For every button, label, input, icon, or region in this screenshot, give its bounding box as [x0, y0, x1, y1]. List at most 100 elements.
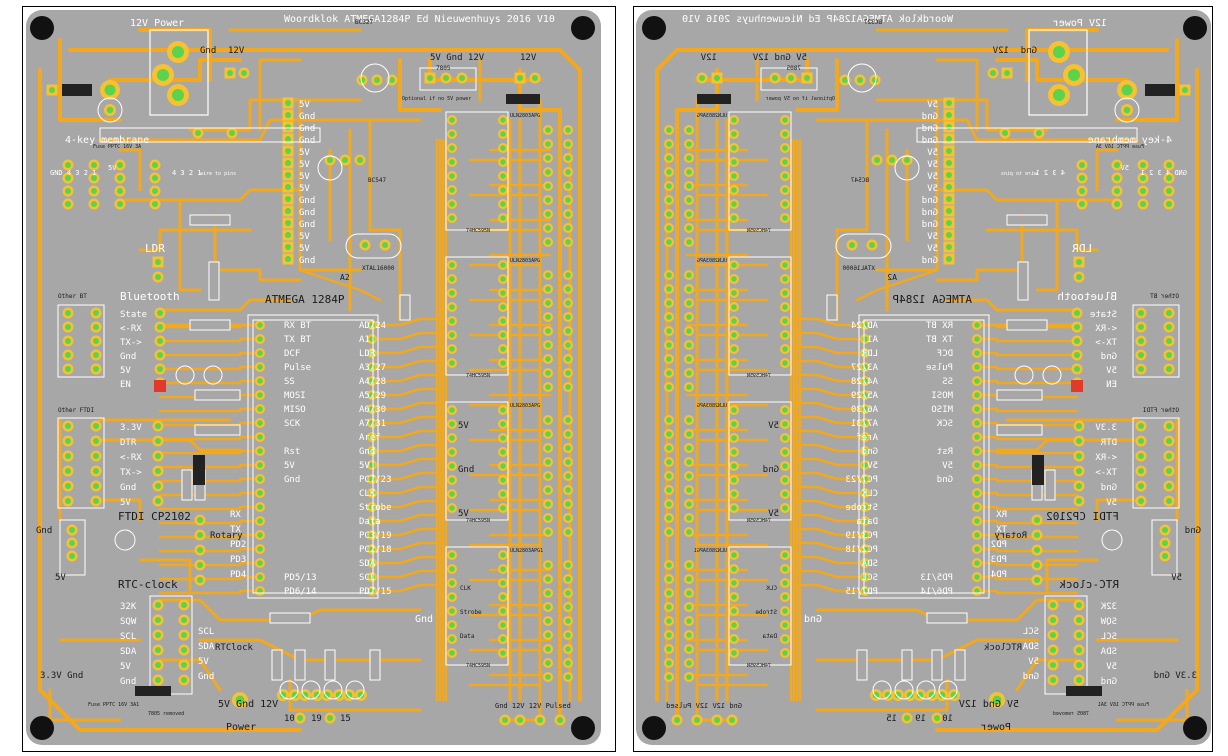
pad-center	[666, 127, 672, 133]
pad-center	[545, 155, 551, 161]
pad-center	[731, 276, 737, 282]
pad-center	[1075, 661, 1083, 669]
pad-center	[565, 632, 571, 638]
resistor	[1006, 319, 1048, 331]
pad-center	[686, 127, 692, 133]
uln-pin-label: Gnd	[763, 465, 779, 475]
ic-signal-label: Data	[762, 633, 777, 640]
pad-center	[90, 200, 98, 208]
transistor-outline	[317, 155, 343, 181]
pin-number: 15	[340, 714, 351, 724]
keypad-label: 4-key membrane	[1088, 135, 1172, 146]
resistor	[324, 649, 336, 681]
pad-center	[782, 332, 788, 338]
pad-center	[782, 131, 788, 137]
pad-center	[1075, 646, 1083, 654]
pad-center	[92, 351, 100, 359]
pad-center	[500, 290, 506, 296]
pad-center	[196, 561, 204, 569]
uln-label: ULN2803APG	[697, 403, 727, 409]
pad-center	[974, 336, 980, 342]
resistor	[181, 469, 193, 501]
pad-center	[373, 76, 381, 84]
pad-center	[545, 576, 551, 582]
copper-trace	[378, 387, 442, 397]
pad-center	[151, 161, 159, 169]
pad-center	[686, 459, 692, 465]
rtc-pin-label: Gnd	[198, 672, 214, 682]
pad-center	[1165, 200, 1173, 208]
pad-center	[666, 632, 672, 638]
pad-center	[1165, 482, 1173, 490]
diode	[135, 686, 171, 696]
pad-center	[782, 215, 788, 221]
pad-center	[666, 576, 672, 582]
pad-center	[1137, 452, 1145, 460]
ftdi-pin-label: <-RX	[1095, 453, 1117, 463]
pad-center	[500, 552, 506, 558]
pad-center	[64, 161, 72, 169]
pad-center	[196, 546, 204, 554]
pad-center	[782, 463, 788, 469]
pad-center	[1073, 337, 1081, 345]
copper-trace	[378, 457, 442, 467]
pad-center	[154, 273, 162, 281]
transistor-label: BC327	[864, 19, 882, 26]
capacitor-outline	[97, 97, 123, 123]
rtc-pin-label: Gnd	[1101, 677, 1117, 687]
pad-center	[974, 462, 980, 468]
copper-trace	[378, 345, 442, 355]
regulator-note: Optional if no 5V power	[402, 96, 471, 102]
header-pin-label: Gnd	[299, 136, 315, 146]
header-pin-label: 5V	[927, 232, 938, 242]
copper-trace	[985, 228, 1099, 252]
fuse-label: Fuse PPTC 16V 3A1	[88, 702, 139, 708]
pad-center	[1078, 187, 1086, 195]
pad-center	[335, 691, 343, 699]
pad-center	[974, 546, 980, 552]
pad-center	[90, 161, 98, 169]
mcu-pin-label: Gnd	[359, 447, 375, 457]
pad-center	[928, 691, 936, 699]
pad-center	[1033, 531, 1041, 539]
pad-center	[565, 314, 571, 320]
pad-center	[686, 501, 692, 507]
pad-center	[449, 477, 455, 483]
ic-outline	[445, 256, 509, 376]
header-pin-label: 5V	[299, 184, 310, 194]
pad-center	[449, 262, 455, 268]
pad-center	[500, 159, 506, 165]
regulator-outline	[419, 67, 477, 91]
mcu-pin-label: TX BT	[925, 335, 953, 345]
mcu-inner-outline	[863, 319, 985, 594]
pad-center	[686, 604, 692, 610]
pad-center	[154, 631, 162, 639]
pad-center	[782, 304, 788, 310]
pad-center	[731, 262, 737, 268]
pad-center	[974, 378, 980, 384]
copper-trace	[1095, 498, 1139, 522]
pad-center	[285, 244, 291, 250]
pad-center	[64, 437, 72, 445]
copper-trace	[158, 598, 422, 622]
copper-trace	[378, 569, 442, 579]
pad-center	[64, 309, 72, 317]
pad-center	[666, 328, 672, 334]
pad-center	[782, 159, 788, 165]
pad-center	[1049, 616, 1057, 624]
pad-center	[449, 360, 455, 366]
pad-center	[545, 646, 551, 652]
led-outline	[938, 680, 958, 700]
pad-center	[871, 76, 879, 84]
copper-trace	[378, 555, 442, 565]
pad-center	[731, 435, 737, 441]
led-outline	[114, 529, 136, 551]
transistor-outline	[360, 63, 390, 93]
ic-signal-label: CLK	[766, 585, 777, 592]
led-outline	[1042, 365, 1062, 385]
a2-label: A2	[340, 273, 350, 282]
diode	[62, 84, 92, 96]
